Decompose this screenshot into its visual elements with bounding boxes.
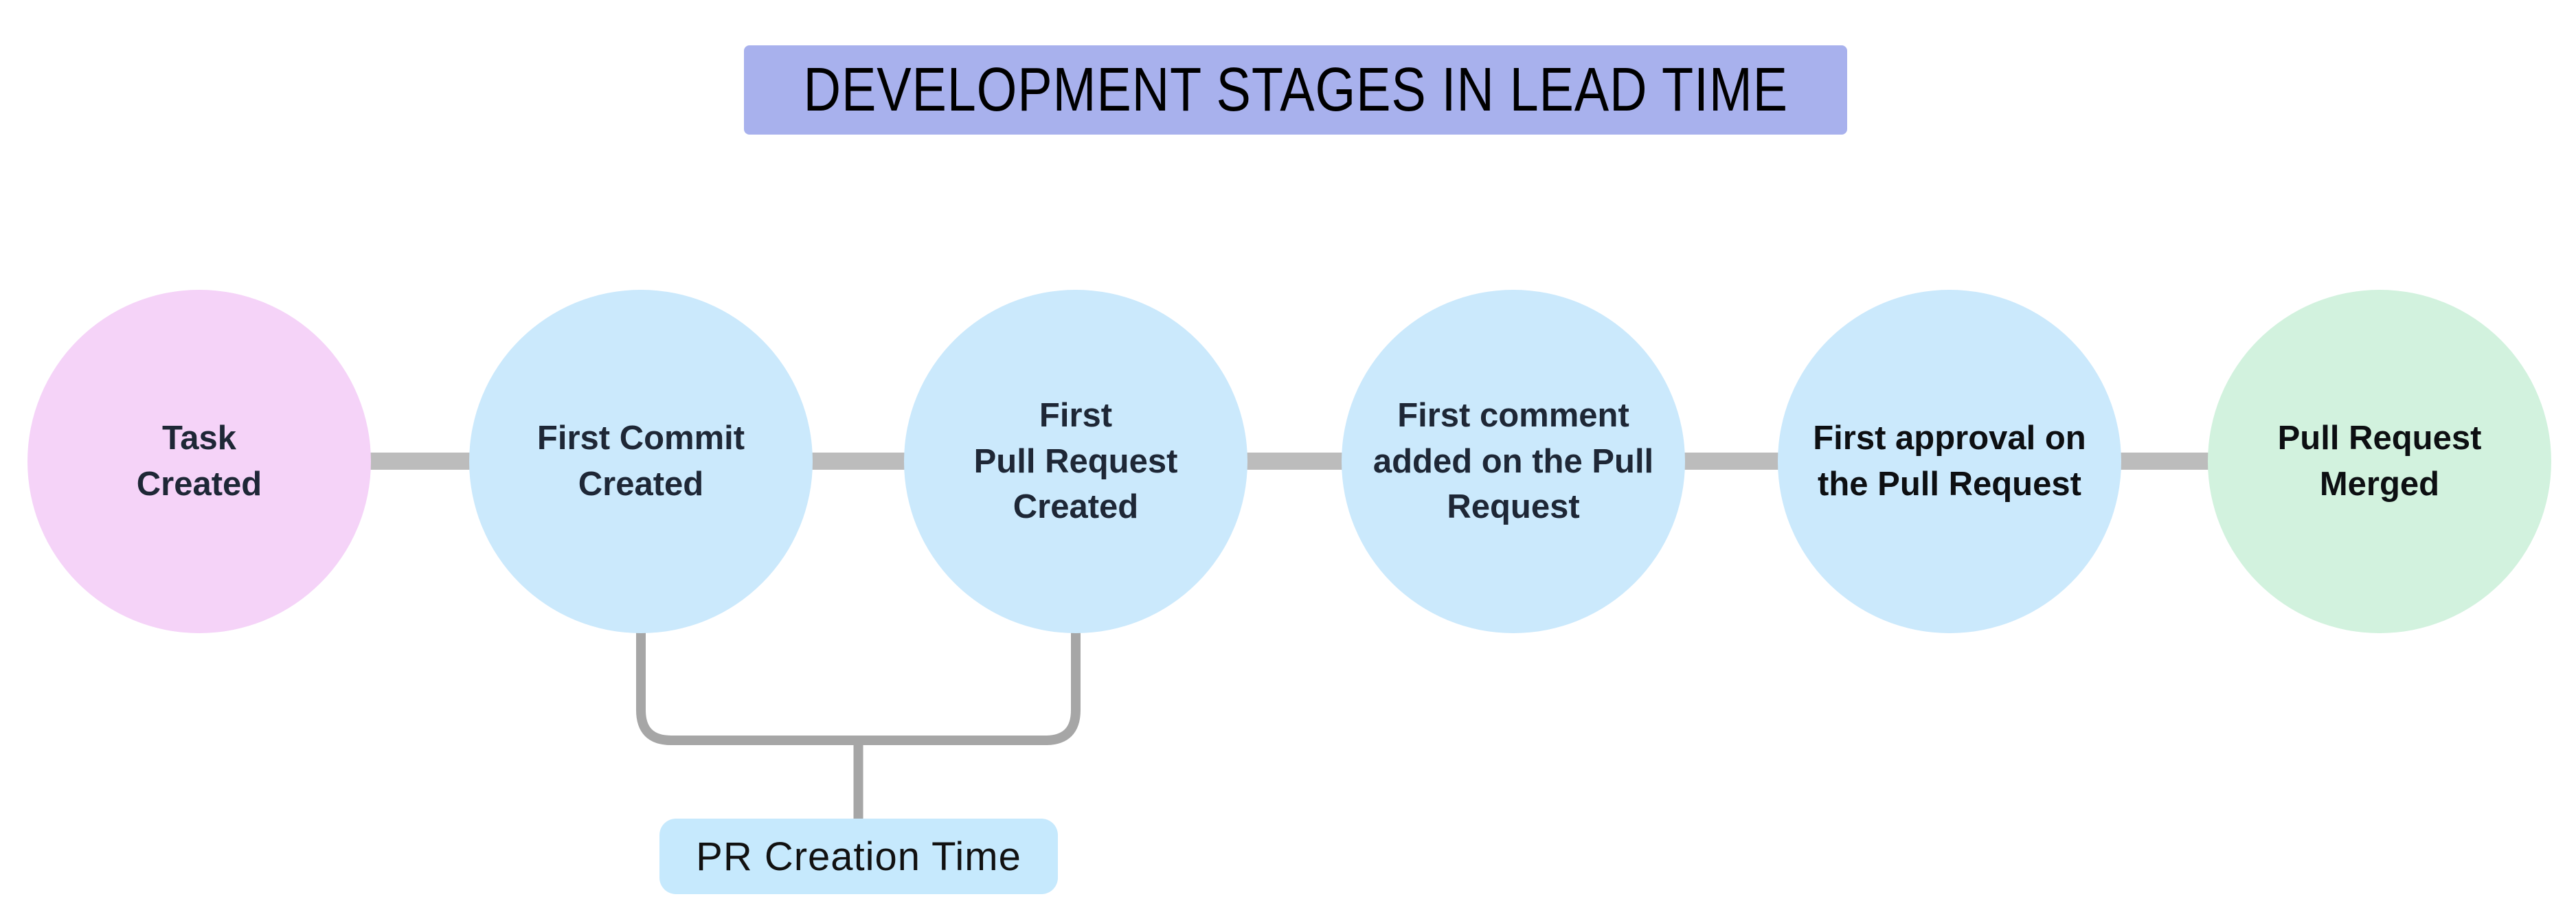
node-first-comment-added: First comment added on the Pull Request [1342,290,1685,633]
node-first-pull-request-created: First Pull Request Created [904,290,1247,633]
node-label: Pull Request Merged [2277,420,2482,503]
node-label: First approval on the Pull Request [1813,420,2086,503]
annotation-text: PR Creation Time [696,834,1021,879]
node-label: First Commit Created [536,420,745,503]
node-label: First comment added on the Pull Request [1372,397,1654,526]
node-pull-request-merged: Pull Request Merged [2208,290,2551,633]
node-label: First Pull Request Created [973,397,1178,526]
node-task-created: Task Created [27,290,371,633]
node-label: Task Created [136,420,262,503]
node-first-approval: First approval on the Pull Request [1778,290,2121,633]
node-first-commit-created: First Commit Created [469,290,813,633]
pr-creation-time-label: PR Creation Time [659,819,1058,894]
title-banner: DEVELOPMENT STAGES IN LEAD TIME [744,45,1847,135]
bracket-path [636,618,1081,745]
page-title: DEVELOPMENT STAGES IN LEAD TIME [803,55,1788,124]
